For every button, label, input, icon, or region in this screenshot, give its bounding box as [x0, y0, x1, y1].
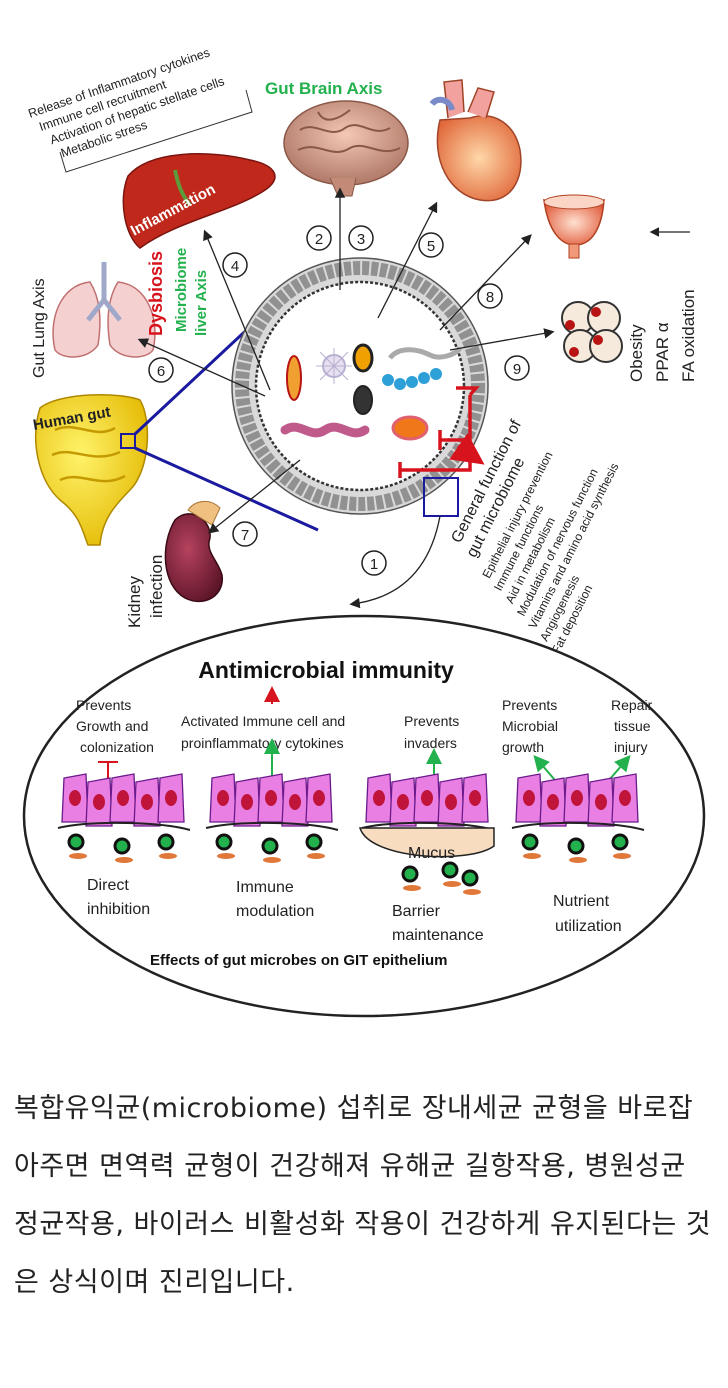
zoom-line-bottom [134, 446, 319, 532]
svg-text:5: 5 [427, 238, 435, 255]
epithelium-zoom-box [423, 477, 459, 517]
repair-tissue-label: injury [614, 739, 647, 755]
gut-lung-axis-label: Gut Lung Axis [31, 278, 48, 378]
bladder-icon [543, 194, 605, 259]
barrier-maintenance-label: maintenance [392, 927, 484, 944]
korean-caption: 복합유익균(microbiome) 섭취로 장내세균 균형을 바로잡아주면 면역… [14, 1093, 712, 1298]
nutrient-utilization-label: utilization [555, 918, 622, 935]
notes-bracket [59, 89, 253, 173]
lungs-icon [52, 262, 156, 358]
liver-icon [122, 153, 276, 249]
prevents-microbial-label: Prevents [502, 697, 557, 713]
antimicrobial-panel [22, 614, 706, 1018]
nutrient-utilization-label: Nutrient [553, 893, 610, 910]
number-markers: 1 2 3 4 5 6 7 8 9 [148, 225, 530, 576]
number-marker-6: 6 [148, 357, 174, 383]
number-marker-5: 5 [418, 232, 444, 258]
svg-text:9: 9 [513, 361, 521, 378]
prevents-microbial-label: Microbial [502, 718, 558, 734]
activated-immune-label: proinflammatory cytokines [181, 735, 344, 751]
direct-inhibition-label: Direct [87, 877, 129, 894]
number-marker-1: 1 [361, 550, 387, 576]
gut-zoom-box [120, 433, 136, 449]
human-gut-icon [35, 394, 149, 546]
repair-tissue-label: tissue [614, 718, 651, 734]
prevents-growth-label: Growth and [76, 718, 148, 734]
inhibition-bracket [398, 386, 480, 478]
mucus-label: Mucus [408, 845, 455, 862]
repair-tissue-label: Repair [611, 697, 653, 713]
prevents-invaders-label: invaders [404, 735, 457, 751]
immune-modulation-label: modulation [236, 903, 314, 920]
epithelium-group [57, 773, 191, 863]
obesity-label: Obesity [627, 324, 646, 382]
liver-notes: Release of Inflammatory cytokines Immune… [26, 45, 226, 160]
infection-label: infection [147, 555, 166, 618]
number-marker-4: 4 [222, 252, 248, 278]
number-marker-9: 9 [504, 355, 530, 381]
epithelium-groups [57, 773, 645, 895]
svg-text:3: 3 [357, 231, 365, 248]
prevents-microbial-label: growth [502, 739, 544, 755]
heart-icon [429, 79, 522, 202]
svg-text:4: 4 [231, 258, 239, 275]
direct-inhibition-label: inhibition [87, 901, 150, 918]
microbes [280, 343, 463, 441]
liver-axis-label: liver Axis [193, 270, 210, 336]
svg-text:2: 2 [315, 231, 323, 248]
function-arrow [449, 433, 485, 465]
activated-immune-label: Activated Immune cell and [181, 713, 345, 729]
microbiome-axis-label: Microbiome [173, 248, 190, 332]
fa-oxidation-label: FA oxidation [679, 289, 698, 382]
number-marker-7: 7 [232, 521, 258, 547]
prevents-invaders-label: Prevents [404, 713, 459, 729]
epithelium-group [511, 773, 645, 863]
axis-arrows [137, 187, 555, 609]
gut-brain-axis-label: Gut Brain Axis [265, 79, 382, 98]
number-marker-2: 2 [306, 225, 332, 251]
antimicrobial-title: Antimicrobial immunity [198, 657, 454, 683]
barrier-maintenance-label: Barrier [392, 903, 441, 920]
number-marker-3: 3 [348, 225, 374, 251]
svg-text:6: 6 [157, 363, 165, 380]
svg-text:1: 1 [370, 556, 378, 573]
svg-text:7: 7 [241, 527, 249, 544]
svg-text:8: 8 [486, 289, 494, 306]
number-marker-8: 8 [477, 283, 503, 309]
brain-icon [283, 100, 409, 197]
epithelium-group [361, 773, 495, 895]
mucus-layer [358, 827, 495, 858]
ppar-label: PPAR α [653, 322, 672, 382]
prevents-growth-label: Prevents [76, 697, 131, 713]
immune-modulation-label: Immune [236, 879, 294, 896]
fat-cells-icon [561, 301, 623, 363]
effects-caption: Effects of gut microbes on GIT epitheliu… [150, 952, 448, 969]
gut-microbiome-diagram: Release of Inflammatory cytokines Immune… [22, 45, 706, 1018]
kidney-label: Kidney [125, 576, 144, 628]
kidney-icon [164, 501, 223, 603]
epithelium-group [205, 773, 339, 863]
prevents-growth-label: colonization [80, 739, 154, 755]
dysbiosis-label: Dysbiosis [146, 251, 166, 336]
